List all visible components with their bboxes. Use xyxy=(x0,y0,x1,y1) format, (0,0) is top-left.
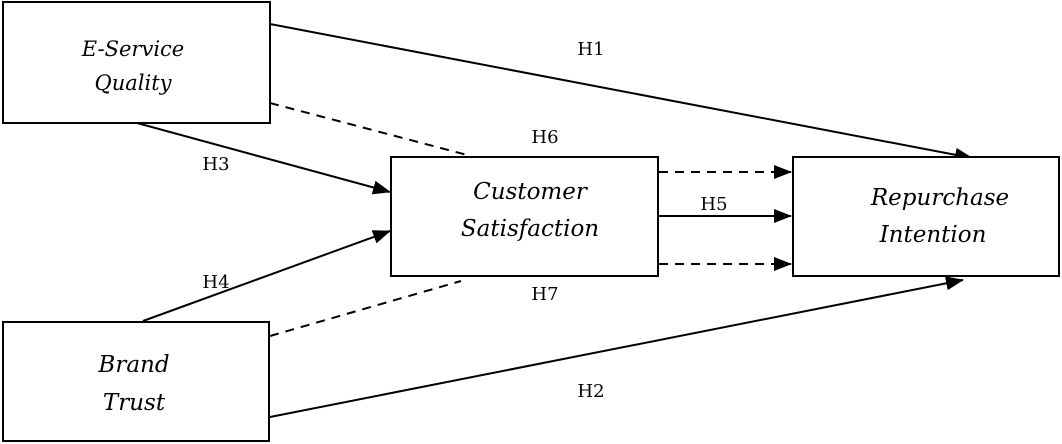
node-repurchase-intention: Repurchase Intention xyxy=(792,156,1060,277)
node-eservice-quality: E-Service Quality xyxy=(2,1,271,124)
edge-h7-dashed xyxy=(269,280,462,337)
node-customer-satisfaction: Customer Satisfaction xyxy=(390,156,659,277)
edge-h2 xyxy=(269,276,964,418)
edge-h3 xyxy=(136,122,391,195)
node-eservice-quality-label-line1: E-Service xyxy=(81,37,184,61)
label-h6: H6 xyxy=(531,127,558,148)
node-repurchase-intention-label-line2: Intention xyxy=(879,222,987,248)
label-h3: H3 xyxy=(202,154,229,175)
label-h5: H5 xyxy=(700,194,727,215)
label-h4: H4 xyxy=(202,272,229,293)
node-brand-trust-label-line2: Trust xyxy=(103,390,166,416)
edge-h1 xyxy=(269,23,973,162)
node-customer-satisfaction-label-line2: Satisfaction xyxy=(461,216,599,242)
node-brand-trust-label-line1: Brand xyxy=(97,352,169,378)
label-h2: H2 xyxy=(577,381,604,402)
node-brand-trust: Brand Trust xyxy=(2,321,270,442)
node-repurchase-intention-label-line1: Repurchase xyxy=(870,185,1009,211)
label-h7: H7 xyxy=(531,284,558,305)
label-h1: H1 xyxy=(577,39,604,60)
node-eservice-quality-label-line2: Quality xyxy=(95,71,173,95)
node-customer-satisfaction-label-line1: Customer xyxy=(473,179,589,205)
edge-h6-dashed xyxy=(269,102,472,157)
edge-h4 xyxy=(142,230,391,322)
